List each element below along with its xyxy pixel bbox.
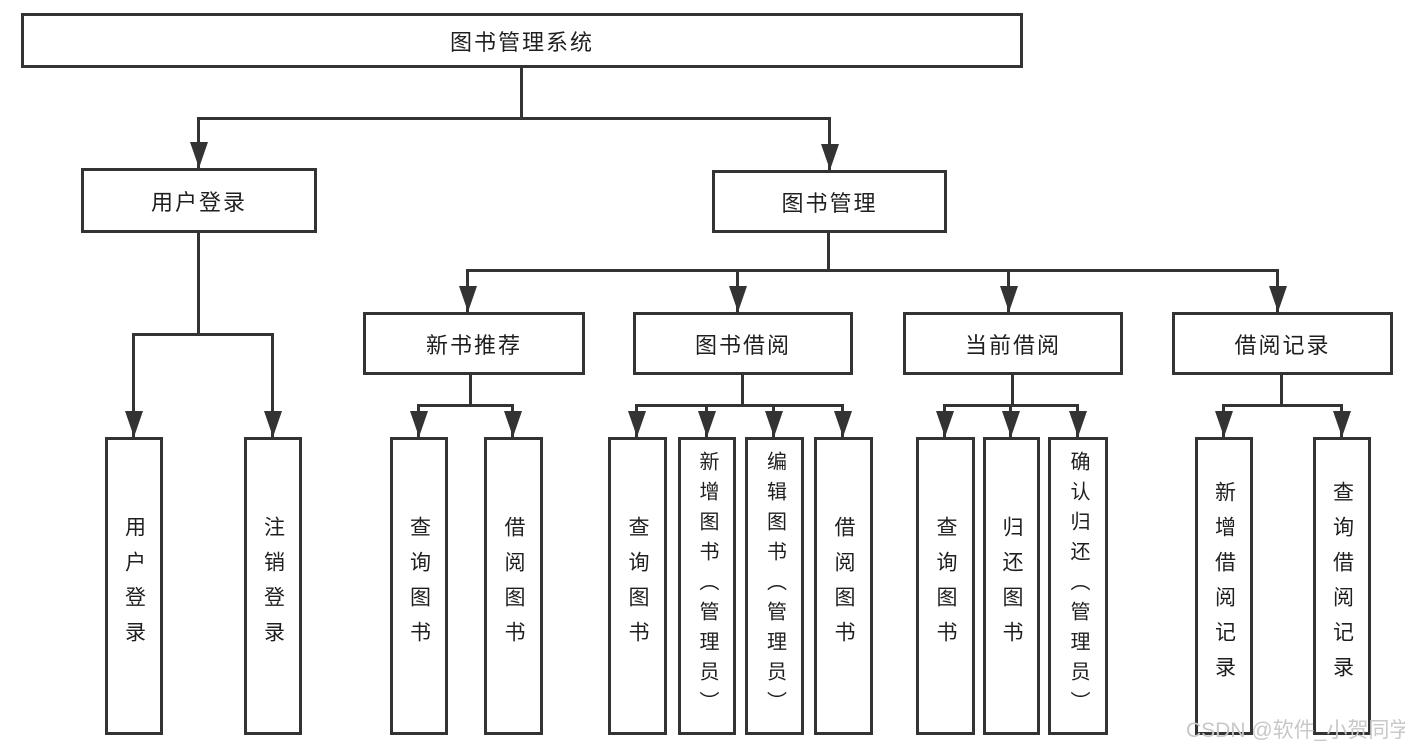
leaf-query-borrow-record: 查询借阅记录 xyxy=(1313,437,1371,735)
connector-group-bus xyxy=(1222,404,1343,407)
arrowhead-down xyxy=(628,411,646,437)
node-borrow-records: 借阅记录 xyxy=(1172,312,1393,375)
connector-group-bus xyxy=(132,333,274,336)
arrowhead-down xyxy=(1269,286,1287,312)
arrowhead-down xyxy=(1333,411,1351,437)
arrowhead-down xyxy=(459,286,477,312)
arrowhead-down xyxy=(729,286,747,312)
connector-stem xyxy=(1280,375,1283,406)
node-book-borrow: 图书借阅 xyxy=(633,312,853,375)
connector-root-stem xyxy=(520,68,523,119)
connector-stem xyxy=(827,233,830,271)
leaf-edit-books-admin: 编辑图书（管理员） xyxy=(745,437,804,735)
leaf-borrow-books: 借阅图书 xyxy=(484,437,543,735)
arrowhead-down xyxy=(264,411,282,437)
connector-stem xyxy=(469,375,472,406)
leaf-borrow-books: 借阅图书 xyxy=(814,437,873,735)
connector-stem xyxy=(741,375,744,406)
arrowhead-down xyxy=(765,411,783,437)
arrowhead-down xyxy=(1002,411,1020,437)
leaf-query-books: 查询图书 xyxy=(916,437,975,735)
leaf-add-borrow-record: 新增借阅记录 xyxy=(1195,437,1253,735)
arrowhead-down xyxy=(936,411,954,437)
arrowhead-down xyxy=(190,142,208,168)
node-new-book-recommend: 新书推荐 xyxy=(363,312,585,375)
csdn-watermark: CSDN @软件_小贺同学 xyxy=(1186,719,1405,742)
node-user-login: 用户登录 xyxy=(81,168,317,233)
node-library-management-system: 图书管理系统 xyxy=(21,13,1023,68)
connector-group-bus xyxy=(635,404,844,407)
leaf-logout: 注销登录 xyxy=(244,437,302,735)
connector-stem xyxy=(197,233,200,335)
arrowhead-down xyxy=(834,411,852,437)
leaf-query-books: 查询图书 xyxy=(608,437,667,735)
connector-stem xyxy=(271,333,274,437)
leaf-user-login: 用户登录 xyxy=(105,437,163,735)
connector-stem xyxy=(132,333,135,437)
arrowhead-down xyxy=(410,411,428,437)
leaf-query-books: 查询图书 xyxy=(390,437,448,735)
node-current-borrow: 当前借阅 xyxy=(903,312,1123,375)
connector-level2-bus xyxy=(197,117,831,120)
leaf-confirm-return-admin: 确认归还（管理员） xyxy=(1048,437,1108,735)
connector-stem xyxy=(828,117,831,170)
arrowhead-down xyxy=(698,411,716,437)
arrowhead-down xyxy=(821,144,839,170)
leaf-return-books: 归还图书 xyxy=(983,437,1040,735)
connector-level3-bus xyxy=(466,269,1279,272)
arrowhead-down xyxy=(1069,411,1087,437)
arrowhead-down xyxy=(504,411,522,437)
connector-stem xyxy=(1011,375,1014,406)
arrowhead-down xyxy=(1000,286,1018,312)
arrowhead-down xyxy=(125,411,143,437)
connector-group-bus xyxy=(417,404,514,407)
leaf-add-books-admin: 新增图书（管理员） xyxy=(678,437,736,735)
node-book-management: 图书管理 xyxy=(712,170,947,233)
arrowhead-down xyxy=(1215,411,1233,437)
